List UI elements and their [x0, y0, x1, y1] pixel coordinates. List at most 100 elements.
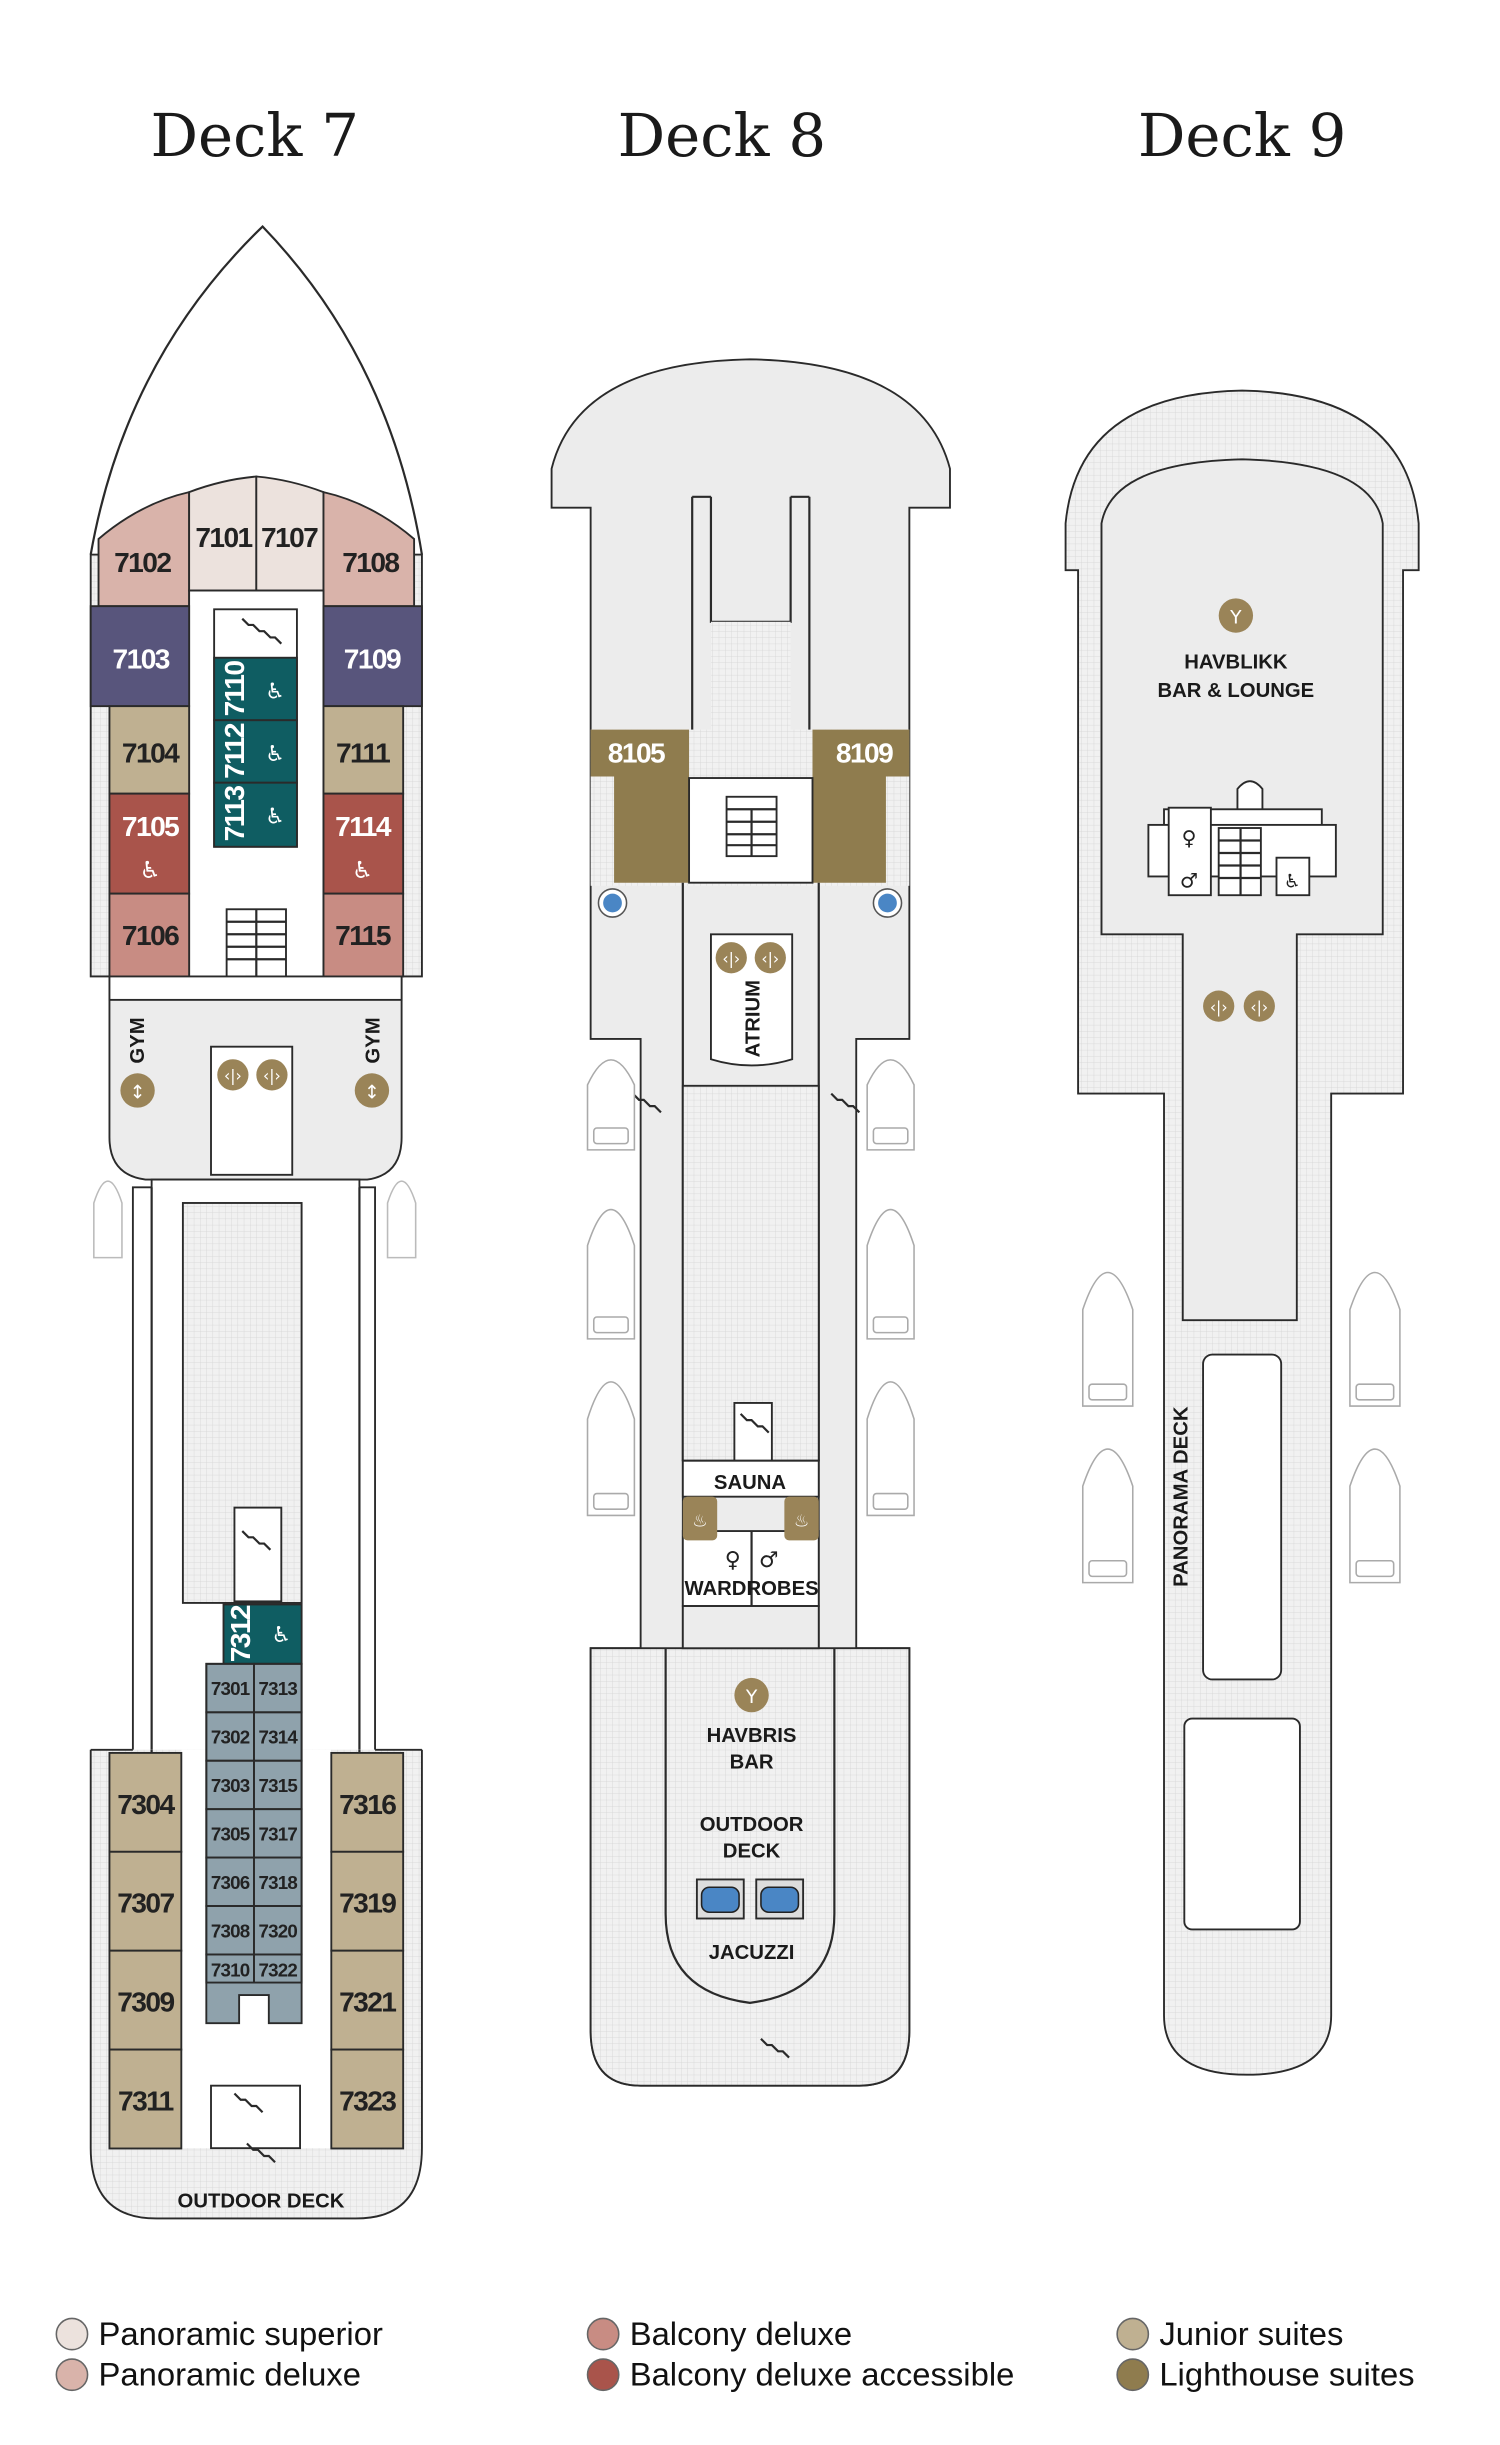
svg-text:‹|›: ‹|›: [761, 950, 779, 968]
cabin-7309[interactable]: 7309: [108, 1949, 183, 2051]
men-icon: ♂: [759, 1548, 779, 1573]
suite-8109[interactable]: 8109: [812, 729, 910, 883]
cabin-7105[interactable]: 7105♿: [108, 792, 191, 895]
lifeboat: [586, 1381, 636, 1517]
svg-text:7312: 7312: [225, 1605, 256, 1662]
cabin-7108[interactable]: 7108: [322, 490, 416, 608]
cabin-7104[interactable]: 7104: [108, 705, 191, 795]
cabin-7316[interactable]: 7316: [330, 1751, 405, 1853]
cabin-7113[interactable]: 7113 ♿: [213, 781, 298, 848]
cabin-7101[interactable]: 7101: [188, 475, 258, 592]
svg-text:7109: 7109: [344, 644, 401, 675]
men-icon: ♂: [1180, 868, 1198, 892]
svg-text:Balcony deluxe accessible: Balcony deluxe accessible: [630, 2356, 1015, 2393]
svg-text:7305: 7305: [211, 1823, 250, 1844]
cabin-7312[interactable]: 7312♿: [222, 1603, 303, 1665]
lifeboat: [1349, 1271, 1401, 1407]
lifeboat: [586, 1059, 636, 1151]
cabin-7307[interactable]: 7307: [108, 1850, 183, 1952]
deck-7-plan: 7102 7101 7107 7108 7103 7109 7104 7111 …: [89, 224, 423, 2220]
lifeboat: [386, 1180, 417, 1259]
svg-text:Junior suites: Junior suites: [1159, 2315, 1343, 2352]
cabin-7112[interactable]: 7112 ♿: [213, 719, 298, 784]
svg-text:7114: 7114: [335, 811, 392, 842]
legend-item-balcony-deluxe: Balcony deluxe: [586, 2315, 852, 2352]
elevator-icon: ‹|›: [1203, 990, 1235, 1022]
legend-item-panoramic-superior: Panoramic superior: [55, 2315, 383, 2352]
svg-text:7321: 7321: [339, 1987, 396, 2018]
cabin-7323[interactable]: 7323: [330, 2048, 405, 2150]
svg-text:7306: 7306: [211, 1872, 250, 1893]
svg-text:7112: 7112: [219, 723, 250, 779]
svg-text:‹|›: ‹|›: [263, 1067, 281, 1085]
cabin-7106[interactable]: 7106: [108, 892, 191, 978]
svg-text:7318: 7318: [259, 1872, 298, 1893]
cabin-7304[interactable]: 7304: [108, 1751, 183, 1853]
pool-icon: [872, 888, 903, 918]
svg-text:7301: 7301: [211, 1678, 250, 1699]
cabin-7110[interactable]: 7110♿: [213, 656, 298, 722]
svg-text:7310: 7310: [211, 1959, 250, 1980]
cabin-7115[interactable]: 7115: [322, 892, 405, 978]
sauna-icon: ♨: [784, 1496, 819, 1541]
bar-icon: Y: [734, 1677, 769, 1713]
cabin-7107[interactable]: 7107: [255, 475, 325, 592]
accessible-icon: ♿: [352, 856, 373, 884]
outdoor-deck-label-2: DECK: [723, 1841, 781, 1863]
svg-text:7311: 7311: [118, 2086, 174, 2117]
svg-text:Balcony deluxe: Balcony deluxe: [630, 2315, 852, 2352]
svg-text:7113: 7113: [219, 786, 250, 842]
cabin-7102[interactable]: 7102: [97, 490, 191, 608]
cabin-7319[interactable]: 7319: [330, 1850, 405, 1952]
svg-text:7111: 7111: [336, 737, 390, 768]
legend-item-junior-suites: Junior suites: [1116, 2315, 1343, 2352]
cabin-7310[interactable]: 7310: [205, 1953, 255, 1984]
svg-text:‹|›: ‹|›: [1210, 998, 1228, 1016]
havbris-label: HAVBRIS: [707, 1725, 797, 1747]
lifeboat: [866, 1059, 915, 1151]
legend-item-lighthouse-suites: Lighthouse suites: [1116, 2356, 1415, 2393]
svg-text:7107: 7107: [261, 522, 318, 553]
cabin-7322[interactable]: 7322: [253, 1953, 303, 1984]
cabin-7311[interactable]: 7311: [108, 2048, 183, 2150]
elevator-icon: ‹|›: [1243, 990, 1275, 1022]
cabin-7114[interactable]: 7114 ♿: [322, 792, 405, 895]
accessible-icon: ♿: [140, 856, 161, 884]
deck-8-title: Deck 8: [618, 101, 827, 170]
svg-text:7316: 7316: [339, 1789, 396, 1820]
bow-outline: [89, 224, 423, 555]
panorama-deck-label: PANORAMA DECK: [1170, 1406, 1192, 1587]
sauna-icon: ♨: [682, 1496, 718, 1541]
havbris-bar-label: BAR: [730, 1752, 774, 1774]
accessible-icon: ♿: [265, 742, 285, 767]
suite-8105[interactable]: 8105: [590, 729, 690, 883]
svg-text:7115: 7115: [335, 920, 391, 951]
elevator-stairs: [225, 908, 287, 978]
cabin-7111[interactable]: 7111: [322, 705, 405, 795]
svg-text:♨: ♨: [794, 1511, 809, 1531]
deck-8-plan: 8105 8109 ‹|› ‹|› ATRIUM SAUNA ♨ ♨ ♀ ♂ W…: [550, 358, 951, 2087]
lifeboat: [866, 1209, 915, 1340]
svg-text:↕: ↕: [130, 1082, 146, 1103]
svg-text:8109: 8109: [836, 737, 893, 768]
legend: Panoramic superior Panoramic deluxe Balc…: [55, 2315, 1415, 2393]
deck-9-title: Deck 9: [1138, 101, 1347, 170]
svg-text:7308: 7308: [211, 1920, 250, 1941]
panorama-structure: [1202, 1353, 1283, 1681]
accessible-icon: ♿: [265, 679, 285, 704]
gym-label-left: GYM: [127, 1017, 149, 1063]
cabin-7321[interactable]: 7321: [330, 1949, 405, 2051]
svg-text:‹|›: ‹|›: [224, 1067, 242, 1085]
elevator-icon: ‹|›: [754, 942, 786, 974]
accessible-icon: ♿: [265, 804, 285, 829]
lifeboat: [866, 1381, 915, 1517]
havblikk-bar-lounge-label: BAR & LOUNGE: [1158, 680, 1315, 702]
bar-icon: Y: [1218, 598, 1254, 633]
elevator-stairs: [725, 795, 778, 858]
cabin-7109[interactable]: 7109: [322, 605, 423, 708]
lifeboat: [586, 1209, 636, 1340]
cabin-7103[interactable]: 7103: [89, 605, 191, 708]
svg-text:8105: 8105: [608, 737, 665, 768]
svg-text:7323: 7323: [339, 2086, 396, 2117]
